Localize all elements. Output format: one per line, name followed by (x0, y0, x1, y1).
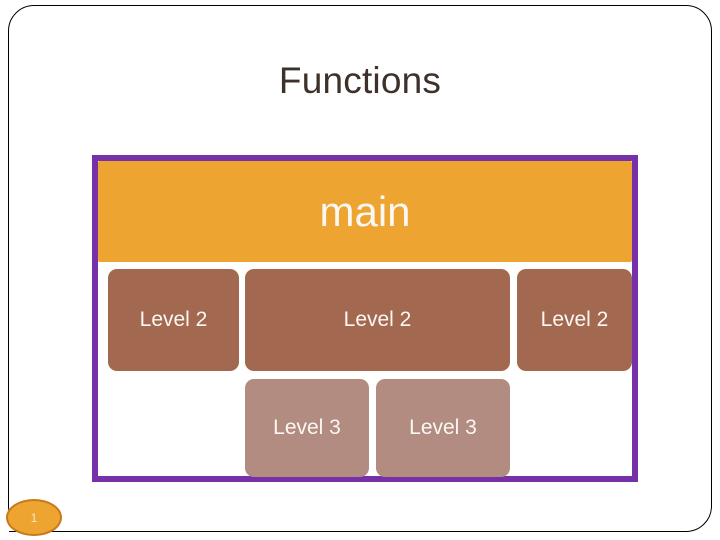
footer-divider (9, 531, 669, 532)
diagram-box-level2-1[interactable]: Level 2 (108, 269, 239, 371)
diagram-box-level3-1[interactable]: Level 3 (245, 379, 369, 477)
function-call-hierarchy-diagram: main Level 2 Level 2 Level 2 Level 3 Lev… (92, 155, 638, 482)
diagram-inner: main Level 2 Level 2 Level 2 Level 3 Lev… (98, 161, 632, 477)
diagram-box-level3-2[interactable]: Level 3 (376, 379, 510, 477)
page-number-badge: 1 (6, 499, 62, 536)
diagram-box-main[interactable]: main (98, 161, 632, 262)
page-title: Functions (278, 60, 442, 101)
diagram-box-level2-2[interactable]: Level 2 (245, 269, 510, 371)
diagram-box-level2-3[interactable]: Level 2 (517, 269, 632, 371)
